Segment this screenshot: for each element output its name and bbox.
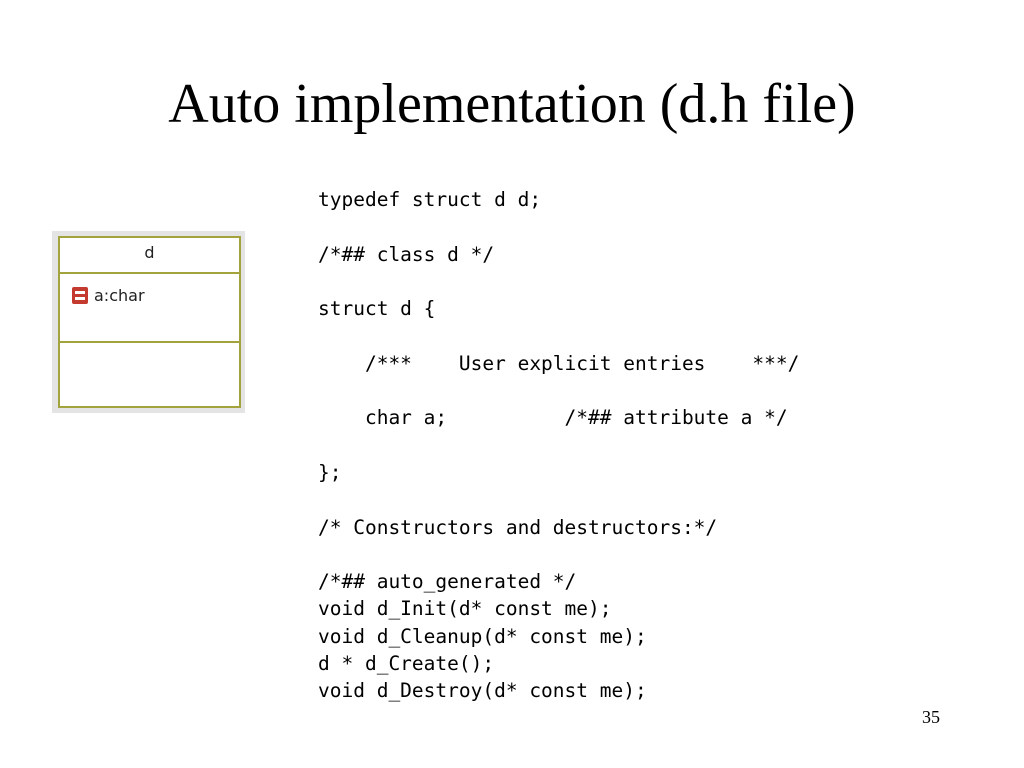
uml-class-name: d bbox=[60, 238, 239, 274]
code-line: }; bbox=[318, 460, 342, 484]
slide-title: Auto implementation (d.h file) bbox=[168, 73, 856, 135]
code-line bbox=[318, 377, 799, 404]
uml-class-box: d a:char bbox=[58, 236, 241, 408]
private-attribute-icon bbox=[72, 287, 88, 304]
code-line: d * d_Create(); bbox=[318, 652, 495, 676]
code-line: void d_Destroy(d* const me); bbox=[318, 679, 647, 703]
code-line: void d_Init(d* const me); bbox=[318, 597, 612, 621]
uml-class-diagram: d a:char bbox=[52, 231, 245, 413]
code-line: /*## auto_generated */ bbox=[318, 570, 577, 594]
code-line bbox=[318, 541, 799, 568]
code-line: struct d { bbox=[318, 297, 436, 321]
page-number: 35 bbox=[922, 707, 940, 727]
code-line: /*## class d */ bbox=[318, 242, 495, 266]
code-line bbox=[318, 322, 799, 349]
uml-attributes-compartment: a:char bbox=[60, 274, 239, 343]
code-line: void d_Cleanup(d* const me); bbox=[318, 624, 647, 648]
code-line: typedef struct d d; bbox=[318, 188, 542, 211]
code-line: /* Constructors and destructors:*/ bbox=[318, 515, 718, 539]
uml-attribute-row: a:char bbox=[72, 286, 239, 305]
code-listing: typedef struct d d; /*## class d */ struct… bbox=[318, 186, 799, 705]
uml-attribute-label: a:char bbox=[94, 286, 145, 305]
code-line bbox=[318, 268, 799, 295]
code-line bbox=[318, 486, 799, 513]
code-line: /*** User explicit entries ***/ bbox=[318, 351, 800, 375]
code-line bbox=[318, 432, 799, 459]
uml-operations-compartment bbox=[60, 343, 239, 406]
code-line: char a; /*## attribute a */ bbox=[318, 406, 788, 430]
code-line bbox=[318, 213, 799, 240]
